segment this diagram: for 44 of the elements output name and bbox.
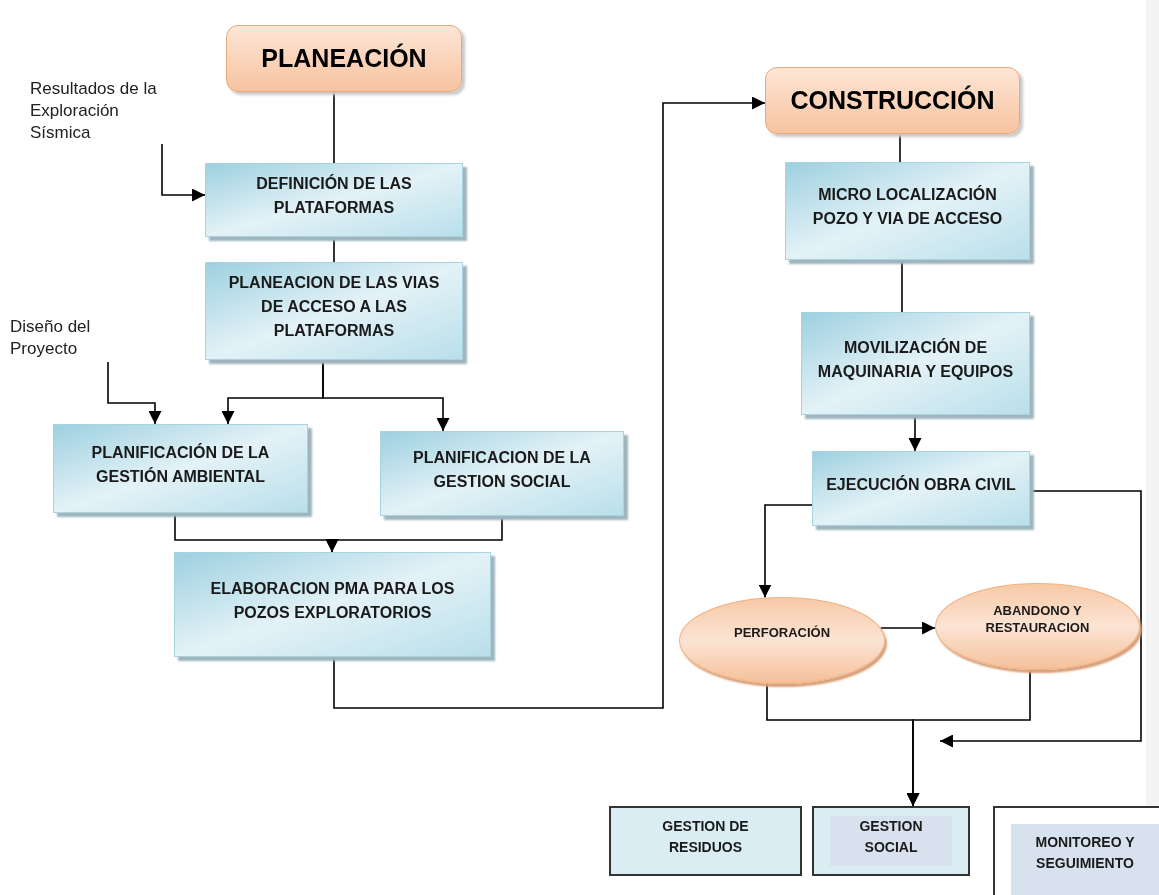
phase-box bbox=[226, 25, 462, 92]
node-label: PLANEACIÓN bbox=[261, 42, 427, 74]
arrow bbox=[161, 143, 206, 202]
arrow bbox=[322, 359, 450, 432]
arrow bbox=[758, 504, 813, 599]
node-label: MOVILIZACIÓN DE MAQUINARIA Y EQUIPOS bbox=[816, 337, 1015, 382]
process-box bbox=[205, 163, 463, 237]
node-label: PLANIFICACION DE LA GESTION SOCIAL bbox=[412, 447, 592, 492]
node-label: Diseño del Proyecto bbox=[10, 317, 91, 358]
node-label: PLANEACION DE LAS VIAS DE ACCESO A LAS PLATAFORMAS bbox=[227, 273, 441, 341]
arrow bbox=[107, 361, 162, 425]
arrow bbox=[879, 621, 936, 635]
result-box bbox=[812, 806, 970, 876]
node-label: PERFORACIÓN bbox=[733, 624, 831, 641]
result-box bbox=[993, 806, 1159, 895]
arrow bbox=[906, 669, 1031, 807]
node-label: Resultados de la Exploración Sísmica bbox=[30, 79, 157, 142]
process-box bbox=[53, 424, 308, 513]
connector-line bbox=[901, 259, 903, 313]
arrow bbox=[333, 96, 766, 709]
node-label: ABANDONO Y RESTAURACION bbox=[984, 601, 1091, 636]
process-box bbox=[174, 552, 491, 657]
node-label: MICRO LOCALIZACIÓN POZO Y VIA DE ACCESO bbox=[811, 184, 1004, 229]
node-label: DEFINICIÓN DE LAS PLATAFORMAS bbox=[255, 173, 413, 218]
node-label: MONITOREO Y SEGUIMIENTO bbox=[1035, 834, 1135, 871]
connector-line bbox=[333, 91, 335, 164]
process-box bbox=[205, 262, 463, 360]
node-label: GESTION SOCIAL bbox=[858, 817, 924, 857]
node-label: ELABORACION PMA PARA LOS POZOS EXPLORATORIOS bbox=[209, 578, 456, 623]
phase-box bbox=[765, 67, 1020, 134]
process-box bbox=[380, 431, 624, 516]
process-box bbox=[801, 312, 1030, 415]
result-box bbox=[609, 806, 802, 876]
arrow bbox=[908, 414, 922, 452]
arrow bbox=[325, 515, 503, 553]
arrow bbox=[939, 490, 1142, 748]
node-label: GESTION DE RESIDUOS bbox=[662, 818, 749, 855]
connector-line bbox=[333, 236, 335, 263]
node-label: CONSTRUCCIÓN bbox=[790, 84, 995, 116]
process-box bbox=[812, 451, 1030, 526]
process-box bbox=[785, 162, 1030, 260]
connector-line bbox=[899, 133, 901, 163]
node-label: EJECUCIÓN OBRA CIVIL bbox=[826, 474, 1016, 495]
node-label: PLANIFICACIÓN DE LA GESTIÓN AMBIENTAL bbox=[90, 442, 271, 487]
